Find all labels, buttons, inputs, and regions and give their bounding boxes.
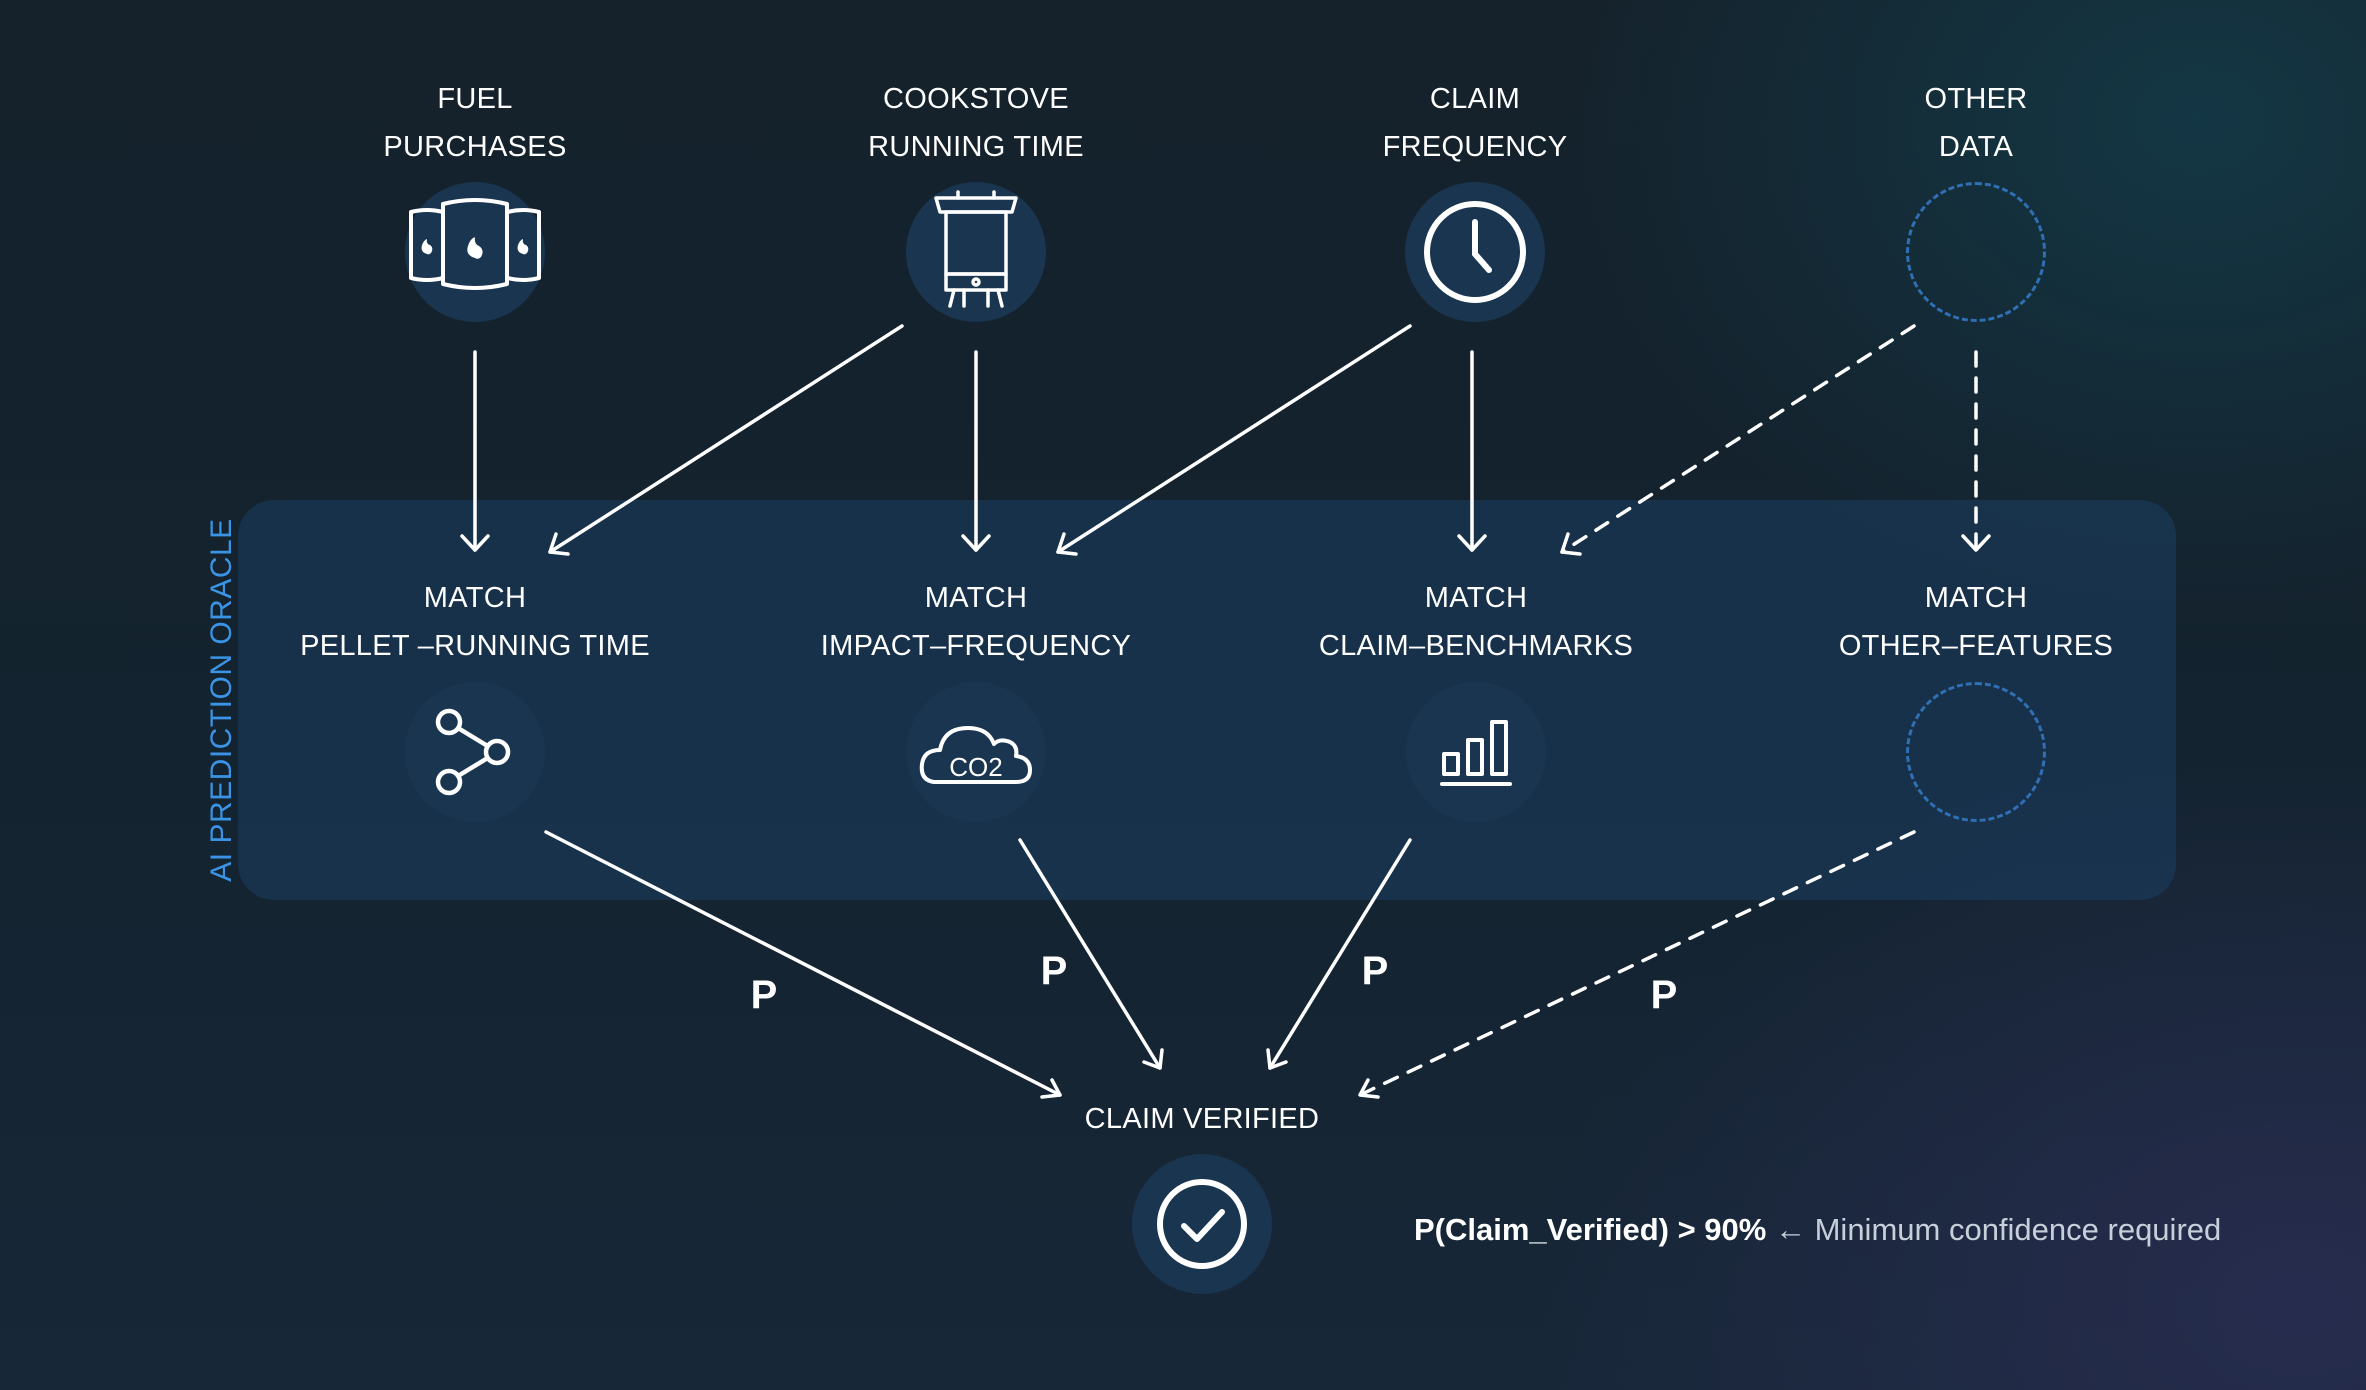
co2-text: CO2 (949, 752, 1002, 782)
left-arrow-icon: ← (1774, 1212, 1806, 1247)
probability-label-4: P (1650, 973, 1678, 1017)
arrow-frequency-to-impact (1056, 324, 1412, 556)
arrow-cookstove-to-impact (961, 350, 991, 552)
result-label-claim-verified: CLAIM VERIFIED (1084, 1103, 1320, 1135)
arrow-fuel-to-pellet (460, 350, 490, 552)
clock-icon (1405, 182, 1545, 322)
probability-label-3: P (1361, 949, 1389, 993)
other-features-placeholder-icon (1906, 682, 2046, 822)
bar-chart-icon (1406, 682, 1546, 822)
check-circle-icon (1132, 1154, 1272, 1294)
confidence-formula: P(Claim_Verified) > 90% (1414, 1212, 1767, 1247)
arrow-frequency-to-benchmarks (1457, 350, 1487, 552)
arrow-impact-to-verified (1018, 838, 1164, 1070)
co2-cloud-icon: CO2 (906, 682, 1046, 822)
confidence-note-text: Minimum confidence required (1814, 1212, 2222, 1247)
cookstove-icon (906, 182, 1046, 322)
dashed-arrow-features-to-verified (1358, 830, 1916, 1099)
share-nodes-icon (405, 682, 545, 822)
dashed-arrow-other-to-features (1961, 350, 1991, 552)
dashed-arrow-other-to-benchmarks (1560, 324, 1916, 556)
arrow-pellet-to-verified (544, 830, 1062, 1099)
probability-label-1: P (750, 973, 778, 1017)
fuel-bags-icon (405, 182, 545, 322)
other-data-placeholder-icon (1906, 182, 2046, 322)
ai-prediction-oracle-panel (238, 500, 2176, 900)
confidence-threshold-note: P(Claim_Verified) > 90% ← Minimum confid… (1414, 1210, 2221, 1250)
arrow-benchmarks-to-verified (1266, 838, 1412, 1070)
arrow-cookstove-to-pellet (548, 324, 904, 556)
probability-label-2: P (1040, 949, 1068, 993)
